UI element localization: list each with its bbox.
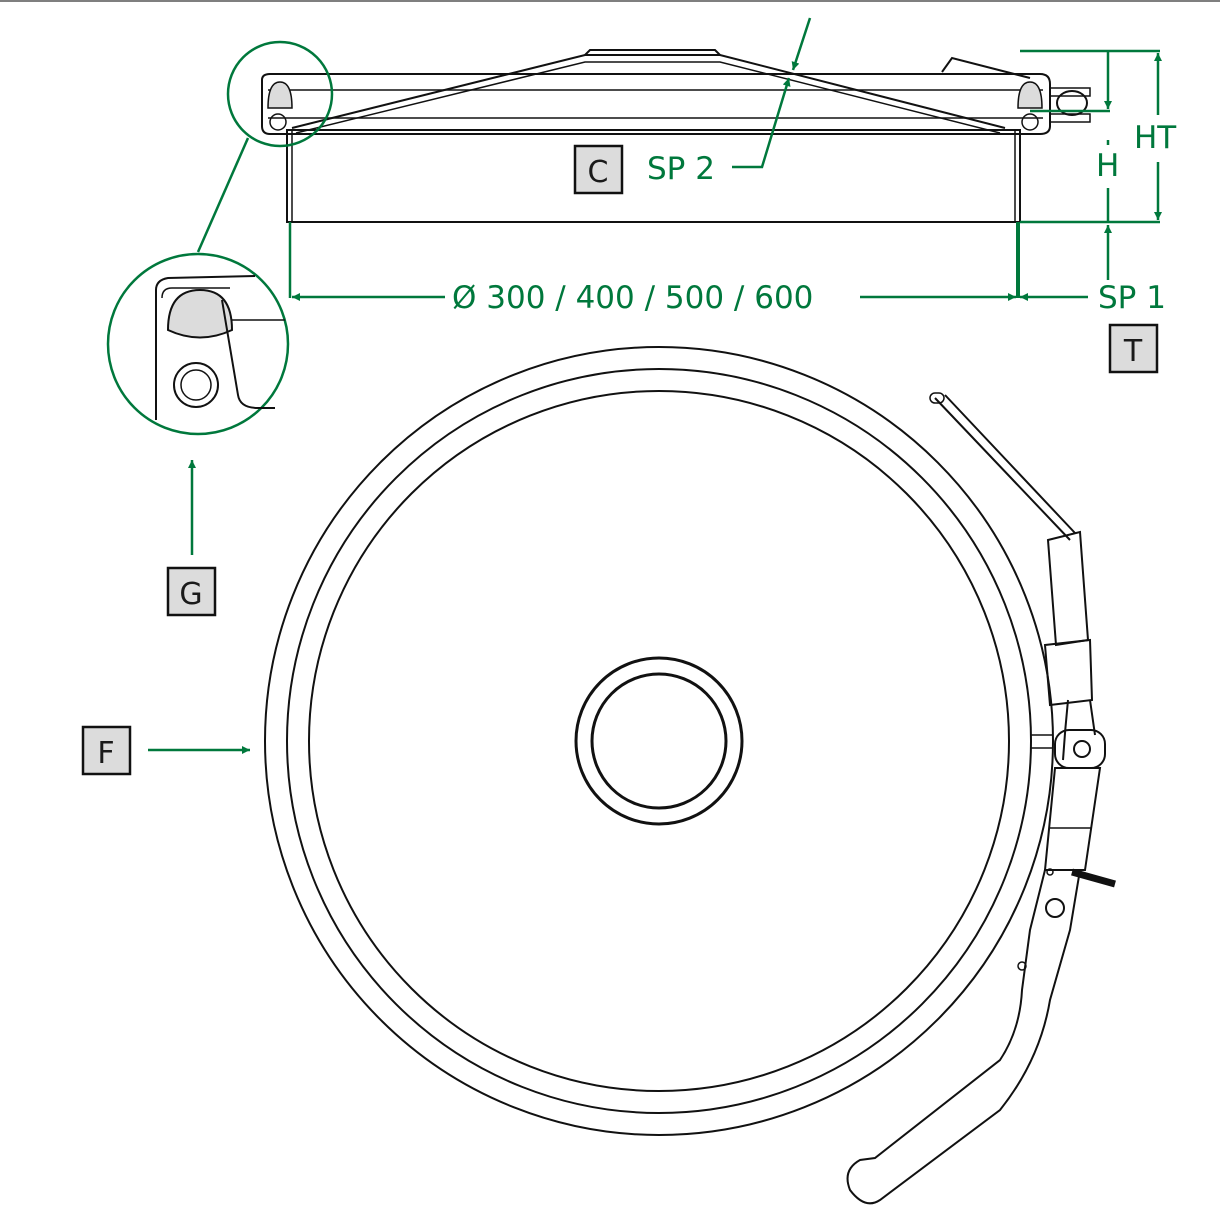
- sp2-dimension: SP 2: [647, 151, 715, 187]
- label-f: F: [81, 725, 132, 776]
- side-view: [261, 49, 1091, 223]
- svg-text:G: G: [179, 577, 202, 612]
- gasket-left: [267, 81, 293, 109]
- detail-g: [106, 40, 334, 555]
- h-dimension: H: [1096, 148, 1119, 184]
- svg-text:F: F: [97, 736, 114, 771]
- label-g: G: [166, 566, 217, 617]
- svg-text:T: T: [1123, 334, 1143, 369]
- ht-dimension: HT: [1134, 120, 1177, 156]
- sp1-dimension: SP 1: [1098, 280, 1166, 316]
- label-t: T: [1108, 323, 1159, 374]
- gasket-right: [1017, 81, 1043, 109]
- dimensions: Ø 300 / 400 / 500 / 600 SP 1 H HT SP 2: [288, 17, 1177, 316]
- top-view: [148, 346, 1116, 1205]
- diameter-dimension: Ø 300 / 400 / 500 / 600: [452, 280, 813, 316]
- svg-text:C: C: [588, 155, 609, 190]
- label-c: C: [573, 144, 624, 195]
